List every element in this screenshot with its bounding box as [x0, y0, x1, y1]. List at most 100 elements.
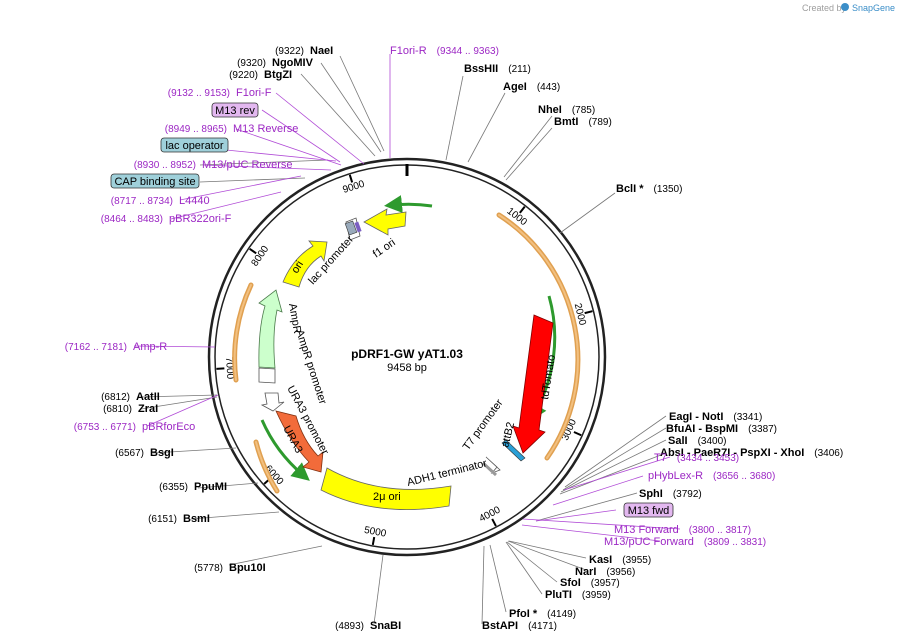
site-pos-PfoI: (4149)	[547, 609, 576, 620]
tick-mark-5000	[371, 536, 376, 546]
site-name-SnaBI: SnaBI	[370, 620, 401, 632]
site-label-AatII[interactable]: AatII (6812)	[101, 391, 160, 403]
site-pos-NgoMIV: (9320)	[237, 58, 266, 69]
site-box-CAP	[110, 173, 200, 189]
site-label-BstAPI[interactable]: BstAPI(4171)	[482, 620, 557, 632]
site-label-ZraI[interactable]: ZraI(6810)	[103, 403, 158, 415]
site-label-Bpu10I[interactable]: Bpu10I(5778)	[194, 562, 266, 574]
tick-mark-9000	[348, 174, 354, 183]
backbone	[207, 157, 607, 557]
site-pos-AgeI: (443)	[537, 82, 560, 93]
site-name-M13fwd: M13 fwd	[628, 505, 670, 517]
feature-URA3[interactable]: URA3	[275, 410, 324, 473]
site-label-KasI[interactable]: KasI(3955)	[589, 554, 651, 566]
site-name-Bpu10I: Bpu10I	[229, 562, 266, 574]
site-pos-PluTI: (3959)	[582, 590, 611, 601]
site-name-BsgI: BsgI	[150, 447, 174, 459]
site-label-CAP[interactable]: CAP binding site	[110, 173, 200, 189]
site-label-AbsI[interactable]: AbsI - PaeR7I - PspXI - XhoI(3406)	[660, 447, 843, 459]
feature-AmpR[interactable]: AmpR	[258, 289, 303, 369]
site-label-Amp-R[interactable]: Amp-R(7162 .. 7181)	[65, 341, 168, 353]
site-pos-T7: (3434 .. 3453)	[677, 453, 739, 464]
site-name-NaeI: NaeI	[310, 45, 333, 57]
site-label-BsgI[interactable]: BsgI (6567)	[115, 447, 174, 459]
site-label-pBR322ori-F[interactable]: pBR322ori-F(8464 .. 8483)	[101, 213, 232, 225]
site-label-pBRforEco[interactable]: pBRforEco(6753 .. 6771)	[74, 421, 195, 433]
site-label-PluTI[interactable]: PluTI(3959)	[545, 589, 611, 601]
feature-label-ADH1-terminator: ADH1 terminator	[406, 457, 489, 489]
site-pos-AatII: (6812)	[101, 392, 130, 403]
site-label-pHybLex-R[interactable]: pHybLex-R(3656 .. 3680)	[648, 470, 775, 482]
site-name-NgoMIV: NgoMIV	[272, 57, 314, 69]
site-label-M13fwd[interactable]: M13 fwd	[623, 502, 674, 518]
site-label-NaeI[interactable]: NaeI (9322)	[275, 45, 333, 57]
site-label-SalI[interactable]: SalI(3400)	[668, 435, 726, 447]
site-label-M13Reverse[interactable]: M13 Reverse (8949 .. 8965)	[165, 123, 299, 135]
site-pos-SalI: (3400)	[698, 436, 727, 447]
site-label-AgeI[interactable]: AgeI(443)	[503, 81, 560, 93]
site-label-BmtI[interactable]: BmtI(789)	[554, 116, 612, 128]
site-pos-SfoI: (3957)	[591, 578, 620, 589]
site-pos-M13Reverse: (8949 .. 8965)	[165, 124, 227, 135]
site-name-AatII: AatII	[136, 391, 160, 403]
site-name-EagI: EagI - NotI	[669, 411, 723, 423]
site-box-M13rev	[211, 102, 259, 118]
site-label-NheI[interactable]: NheI(785)	[538, 104, 595, 116]
site-name-SphI: SphI	[639, 488, 663, 500]
site-name-NheI: NheI	[538, 104, 562, 116]
site-pos-pBR322ori-F: (8464 .. 8483)	[101, 214, 163, 225]
site-label-L4440[interactable]: L4440(8717 .. 8734)	[111, 195, 210, 207]
site-label-lacoperator[interactable]: lac operator	[160, 137, 229, 153]
site-label-SfoI[interactable]: SfoI(3957)	[560, 577, 620, 589]
site-pos-L4440: (8717 .. 8734)	[111, 196, 173, 207]
feature-2mu-ori[interactable]: 2μ ori	[320, 467, 452, 510]
feature-tdTomato[interactable]: tdTomato	[512, 314, 558, 454]
site-name-M13pUCForward: M13/pUC Forward	[604, 536, 694, 548]
site-label-EagI[interactable]: EagI - NotI(3341)	[669, 411, 762, 423]
site-name-BssHII: BssHII	[464, 63, 498, 75]
feature-label-2mu-ori: 2μ ori	[373, 491, 401, 503]
site-name-M13Reverse: M13 Reverse	[233, 123, 298, 135]
site-label-SnaBI[interactable]: SnaBI(4893)	[335, 620, 401, 632]
site-label-BsmI[interactable]: BsmI(6151)	[148, 513, 210, 525]
site-pos-ZraI: (6810)	[103, 404, 132, 415]
site-label-BtgZI[interactable]: BtgZI(9220)	[229, 69, 292, 81]
site-label-PpuMI[interactable]: PpuMI(6355)	[159, 481, 227, 493]
site-label-PfoI[interactable]: PfoI * (4149)	[509, 608, 576, 620]
site-name-F1ori-R: F1ori-R	[390, 45, 427, 57]
site-label-T7[interactable]: T7(3434 .. 3453)	[654, 452, 739, 464]
site-pos-SphI: (3792)	[673, 489, 702, 500]
site-label-M13rev[interactable]: M13 rev	[211, 102, 259, 118]
site-label-SphI[interactable]: SphI (3792)	[639, 488, 702, 500]
site-label-NarI[interactable]: NarI(3956)	[575, 566, 635, 578]
site-label-BclI[interactable]: BclI *(1350)	[616, 183, 682, 195]
site-label-F1ori-R[interactable]: F1ori-R(9344 .. 9363)	[390, 45, 499, 57]
site-name-PfoI: PfoI *	[509, 608, 538, 620]
site-box-lacoperator	[160, 137, 229, 153]
site-label-M13pUCForward[interactable]: M13/pUC Forward (3809 .. 3831)	[604, 536, 766, 548]
site-label-BssHII[interactable]: BssHII(211)	[464, 63, 531, 75]
site-pos-BtgZI: (9220)	[229, 70, 258, 81]
snapgene-icon	[841, 3, 849, 11]
site-pos-BmtI: (789)	[588, 117, 611, 128]
tick-label-4000: 4000	[478, 504, 503, 524]
site-pos-BsgI: (6567)	[115, 448, 144, 459]
site-pos-M13pUCForward: (3809 .. 3831)	[704, 537, 766, 548]
site-label-F1ori-F[interactable]: F1ori-F(9132 .. 9153)	[168, 87, 272, 99]
site-pos-NarI: (3956)	[606, 567, 635, 578]
site-label-M13pUCReverse[interactable]: M13/pUC Reverse(8930 .. 8952)	[134, 159, 293, 171]
orf-arcs	[232, 212, 581, 494]
tick-label-8000: 8000	[250, 244, 272, 269]
site-label-NgoMIV[interactable]: NgoMIV (9320)	[237, 57, 314, 69]
site-pos-M13Forward: (3800 .. 3817)	[689, 525, 751, 536]
feature-label-ori: ori	[289, 259, 306, 276]
site-pos-F1ori-F: (9132 .. 9153)	[168, 88, 230, 99]
feature-ori[interactable]: ori	[282, 240, 328, 288]
site-name-Amp-R: Amp-R	[133, 341, 167, 353]
feature-ADH1-terminator[interactable]: ADH1 terminator	[406, 457, 498, 489]
site-pos-NaeI: (9322)	[275, 46, 304, 57]
site-label-M13Forward[interactable]: M13 Forward(3800 .. 3817)	[614, 524, 751, 536]
feature-f1-ori[interactable]: f1 ori	[363, 208, 407, 260]
site-name-BsmI: BsmI	[183, 513, 210, 525]
site-label-BfuAI[interactable]: BfuAI - BspMI(3387)	[666, 423, 777, 435]
